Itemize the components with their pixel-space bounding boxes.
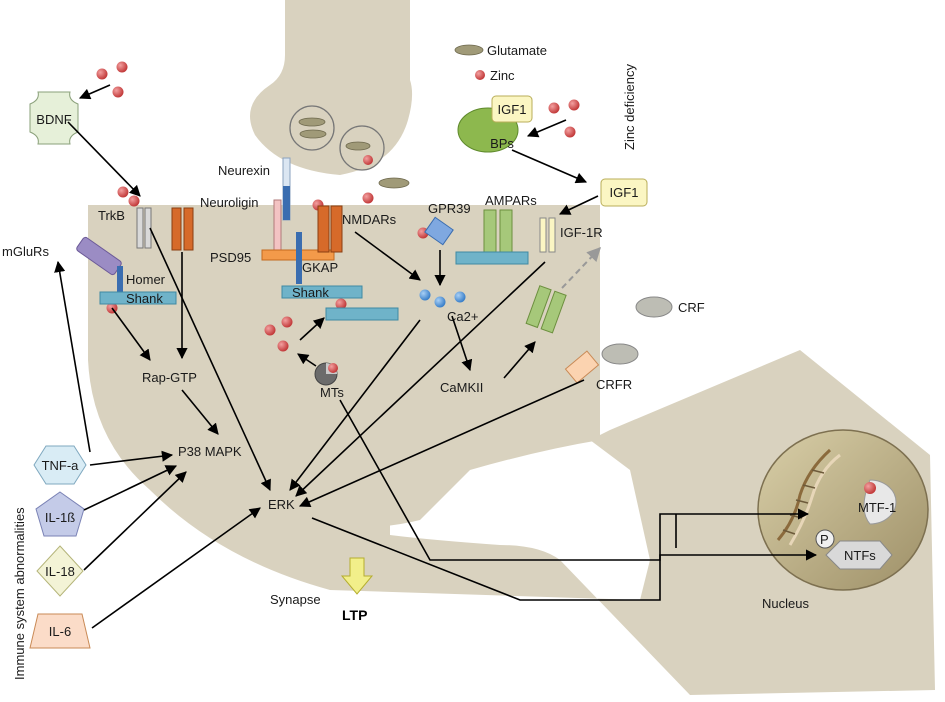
zinc-legend-icon <box>475 70 485 80</box>
neurexin-label: Neurexin <box>218 163 270 178</box>
gpr39-receptor: GPR39 <box>424 201 471 246</box>
zinc-deficiency-label: Zinc deficiency <box>622 64 637 150</box>
ampars-label: AMPARs <box>485 193 537 208</box>
shank-left-label: Shank <box>126 291 163 306</box>
igf1r-receptor: IGF-1R <box>539 217 603 253</box>
ntfs-factor: NTFs P <box>815 529 893 570</box>
dna-helix-icon <box>776 448 841 546</box>
il18-label: IL-18 <box>45 564 75 579</box>
cytokine-il1b: IL-1ß <box>35 491 85 537</box>
gkap-label: GKAP <box>302 260 338 275</box>
erk-label: ERK <box>268 497 295 512</box>
glutamate-legend-icon <box>454 44 484 56</box>
trkb-label: TrkB <box>98 208 125 223</box>
nmdars-receptor: NMDARs <box>317 205 397 253</box>
il6-label: IL-6 <box>49 624 71 639</box>
igf1r-label: IGF-1R <box>560 225 603 240</box>
bps-label: BPs <box>490 136 514 151</box>
igf1-label: IGF1 <box>610 185 639 200</box>
signaling-arrows <box>54 84 818 629</box>
neuroligin-label: Neuroligin <box>200 195 259 210</box>
glutamate-legend-label: Glutamate <box>487 43 547 58</box>
gpr39-label: GPR39 <box>428 201 471 216</box>
psd95-label: PSD95 <box>210 250 251 265</box>
igf1-molecule: IGF1 <box>600 178 648 207</box>
internalized-ampar <box>525 285 567 334</box>
ntfs-label: NTFs <box>844 548 876 563</box>
rap-gtp-label: Rap-GTP <box>142 370 197 385</box>
immune-system-label: Immune system abnormalities <box>12 507 27 680</box>
ampars-receptor: AMPARs <box>455 193 537 265</box>
crfr-receptor: CRFR <box>564 343 639 392</box>
tnf-label: TNF-a <box>42 458 80 473</box>
synaptic-adhesion-complex: Neurexin Neuroligin PSD95 GKAP Shank <box>200 157 399 321</box>
igf1-bps-complex: IGF1 BPs <box>457 95 533 153</box>
metallothioneins: MTs <box>314 362 344 400</box>
homer-label: Homer <box>126 272 166 287</box>
crf-label: CRF <box>678 300 705 315</box>
ltp-indicator: Synapse LTP <box>270 557 374 623</box>
glutamate-molecule <box>378 177 410 189</box>
synapse-label: Synapse <box>270 592 321 607</box>
il1b-label: IL-1ß <box>45 510 75 525</box>
legend: Glutamate Zinc <box>454 43 547 83</box>
mtf1-factor: MTF-1 <box>858 479 897 525</box>
phospho-label: P <box>820 532 829 547</box>
cytokine-il6: IL-6 <box>29 613 91 649</box>
bdnf-label: BDNF <box>36 112 71 127</box>
trkb-receptor: TrkB <box>98 207 194 251</box>
mglurs-label: mGluRs <box>2 244 49 259</box>
calcium-ions: Ca2+ <box>419 289 478 324</box>
nucleus: MTF-1 NTFs P Nucleus <box>757 429 929 611</box>
nucleus-label: Nucleus <box>762 596 809 611</box>
presynaptic-terminal <box>250 0 413 175</box>
zinc-legend-label: Zinc <box>490 68 515 83</box>
cytokine-il18: IL-18 <box>36 545 84 597</box>
nmdars-label: NMDARs <box>342 212 397 227</box>
mglurs-receptor: mGluRs Homer Shank <box>2 236 177 306</box>
igf1-bp-label: IGF1 <box>498 102 527 117</box>
cytokine-tnf: TNF-a <box>33 445 87 485</box>
crfr-label: CRFR <box>596 377 632 392</box>
postsynaptic-cell <box>88 205 935 695</box>
crf-molecule: CRF <box>635 296 705 318</box>
synaptic-vesicles <box>289 105 385 171</box>
mtf1-label: MTF-1 <box>858 500 896 515</box>
ca2-label: Ca2+ <box>447 309 478 324</box>
bdnf-molecule: BDNF <box>29 91 79 145</box>
camkii-label: CaMKII <box>440 380 483 395</box>
shank-mid-label: Shank <box>292 285 329 300</box>
p38-mapk-label: P38 MAPK <box>178 444 242 459</box>
mts-label: MTs <box>320 385 344 400</box>
igf1r-trafficking-arrow <box>561 246 601 289</box>
ltp-label: LTP <box>342 607 367 623</box>
